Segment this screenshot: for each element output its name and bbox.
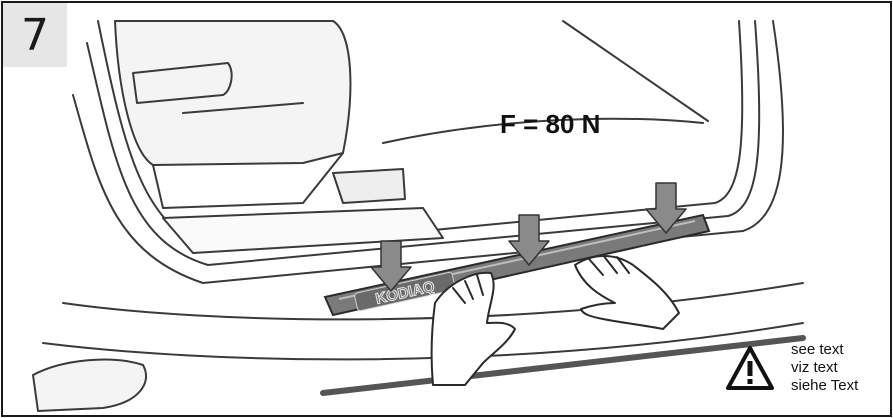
warning-line-cs: viz text [791,359,838,376]
right-hand [574,255,680,330]
warning-triangle-icon [726,346,774,390]
down-arrow-left [370,240,412,292]
warning-line-en: see text [791,341,844,358]
down-arrow-right [645,182,687,234]
left-hand [430,271,516,386]
force-label: F = 80 N [500,109,601,139]
door-sill-illustration: KODIAQ [32,20,806,412]
step-number-badge: 7 [3,3,67,67]
warning-text: see text viz text siehe Text [791,341,858,395]
warning-line-de: siehe Text [791,377,859,394]
down-arrow-middle [508,214,550,266]
warning-note: see text viz text siehe Text [723,335,883,407]
